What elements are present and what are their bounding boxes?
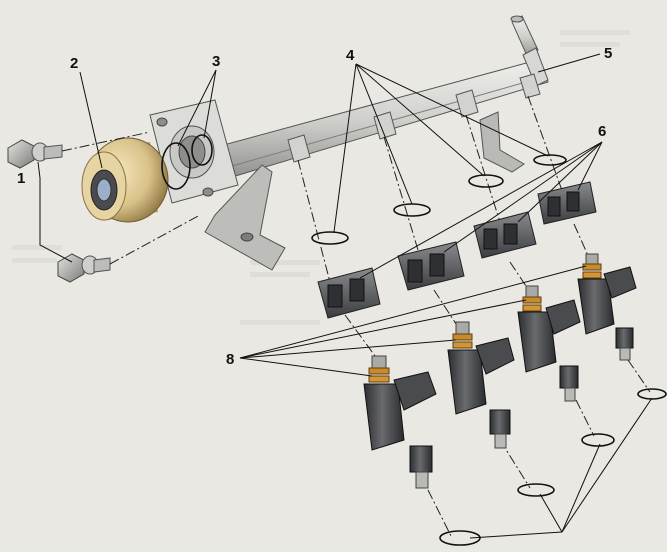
lower-o-rings [439, 388, 667, 546]
callout-labels: 1 2 3 4 5 6 8 [17, 45, 612, 368]
fuel-injector [363, 355, 437, 489]
mounting-bolt-lower [57, 253, 111, 283]
callout-4: 4 [346, 47, 355, 64]
leader-lines [37, 53, 653, 539]
injector-connector [397, 241, 465, 291]
mounting-bolt-upper [7, 139, 63, 169]
fuel-injector [447, 321, 515, 449]
callout-2: 2 [70, 55, 78, 72]
injector-connector [317, 267, 381, 319]
callout-5: 5 [604, 45, 612, 62]
callout-8: 8 [226, 351, 234, 368]
fuel-injector [577, 253, 637, 361]
injector-connector [473, 211, 537, 259]
regulator-o-rings [161, 134, 213, 190]
callout-3: 3 [212, 53, 220, 70]
upper-o-rings [311, 154, 567, 245]
fuel-rail [149, 15, 549, 271]
fuel-injector [517, 285, 581, 402]
injector-connector [537, 181, 597, 225]
callout-1: 1 [17, 170, 25, 187]
callout-6: 6 [598, 123, 606, 140]
pressure-regulator [81, 137, 169, 223]
